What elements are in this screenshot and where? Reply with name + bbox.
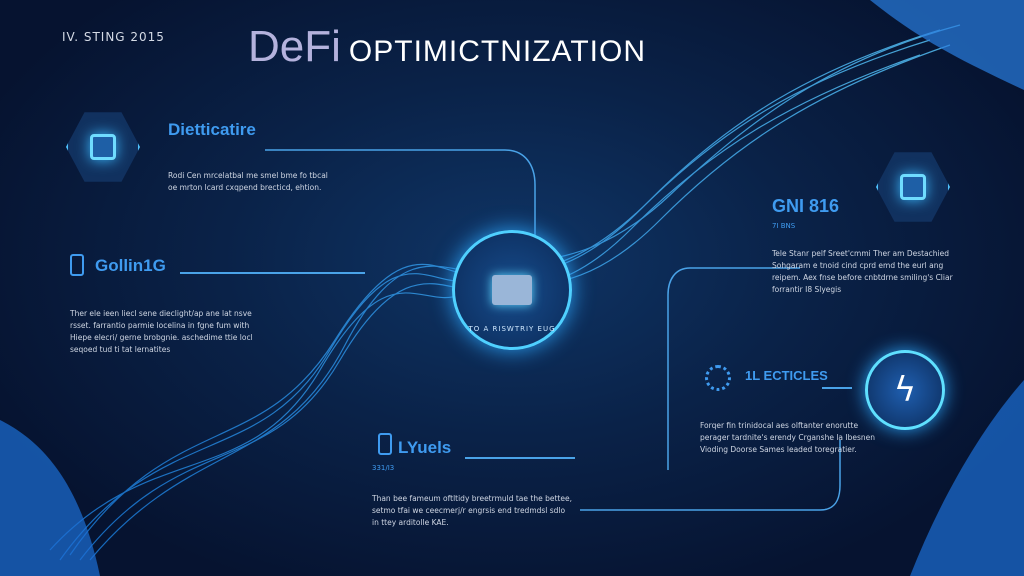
battery-icon (378, 433, 392, 455)
title-main: DeFi (248, 22, 341, 71)
connector-line (822, 387, 852, 389)
connector-line (180, 272, 365, 274)
central-node: TO A RISWTRIY EUG (452, 230, 572, 350)
title-sub: OPTIMICTNIZATION (348, 35, 646, 68)
section-title: 1L ECTICLES (745, 368, 828, 383)
gear-icon (705, 365, 731, 391)
section-subtitle: 331/I3 (372, 464, 395, 472)
ring-text: TO A RISWTRIY EUG (468, 325, 556, 333)
section-text: Ther ele ieen liecl sene dieclight/ap an… (70, 309, 253, 354)
section-text: Forqer fin trinidocal aes olftanter enor… (700, 421, 876, 454)
section-text: Than bee fameum oftltidy breetrmuld tae … (372, 494, 572, 527)
chip-icon (66, 112, 140, 182)
connector-line (465, 457, 575, 459)
section-title: GNI 816 (772, 196, 840, 216)
lightning-icon: ϟ (865, 350, 945, 430)
battery-icon (70, 254, 84, 276)
section-text: Tele Stanr pelf Sreet'cmmi Ther am Desta… (772, 249, 953, 294)
section-subtitle: 7I BNS (772, 222, 796, 230)
server-icon (492, 275, 532, 305)
section-title: Dietticatire (168, 120, 256, 139)
top-label: IV. STING 2015 (62, 30, 165, 44)
section-title: Gollin1G (95, 256, 166, 275)
section-title: LYuels (398, 438, 452, 457)
section-text: Rodi Cen mrcelatbal me smel bme fo tbcal… (168, 171, 328, 192)
